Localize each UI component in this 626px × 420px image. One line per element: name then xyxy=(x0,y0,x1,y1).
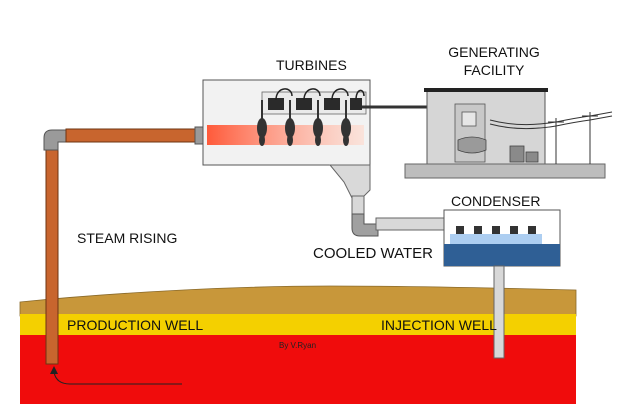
ground-layers xyxy=(19,285,577,404)
injection-well-label: INJECTION WELL xyxy=(381,317,497,333)
pipe-elbow-icon xyxy=(351,213,379,237)
condenser-label: CONDENSER xyxy=(451,193,541,209)
exhaust-hopper xyxy=(328,164,371,199)
condenser xyxy=(443,209,561,267)
turbine-icon xyxy=(257,88,365,146)
steam-jet xyxy=(207,125,364,145)
generating-facility-label-line2: FACILITY xyxy=(463,62,525,79)
turbine-housing xyxy=(202,79,371,199)
injection-pipe xyxy=(493,265,505,359)
spray-nozzle-icon xyxy=(450,226,542,244)
author-credit: By V.Ryan xyxy=(279,341,317,350)
flow-arrow-icon xyxy=(53,371,182,385)
topsoil-layer xyxy=(19,285,577,317)
production-well-label: PRODUCTION WELL xyxy=(67,317,204,333)
warm-layer xyxy=(20,314,576,336)
pipe-elbow-icon xyxy=(43,129,69,151)
hot-rock-layer xyxy=(20,335,576,404)
steam-rising-label: STEAM RISING xyxy=(77,230,178,246)
generating-facility xyxy=(404,88,613,179)
production-pipe xyxy=(43,126,208,385)
pylon-icon xyxy=(489,111,613,164)
cooled-water-label: COOLED WATER xyxy=(313,245,434,262)
generating-facility-label-line1: GENERATING xyxy=(448,44,540,60)
generating-facility-label: GENERATING FACILITY xyxy=(434,44,554,79)
turbines-label: TURBINES xyxy=(276,57,347,73)
condenser-pipe xyxy=(351,195,449,237)
